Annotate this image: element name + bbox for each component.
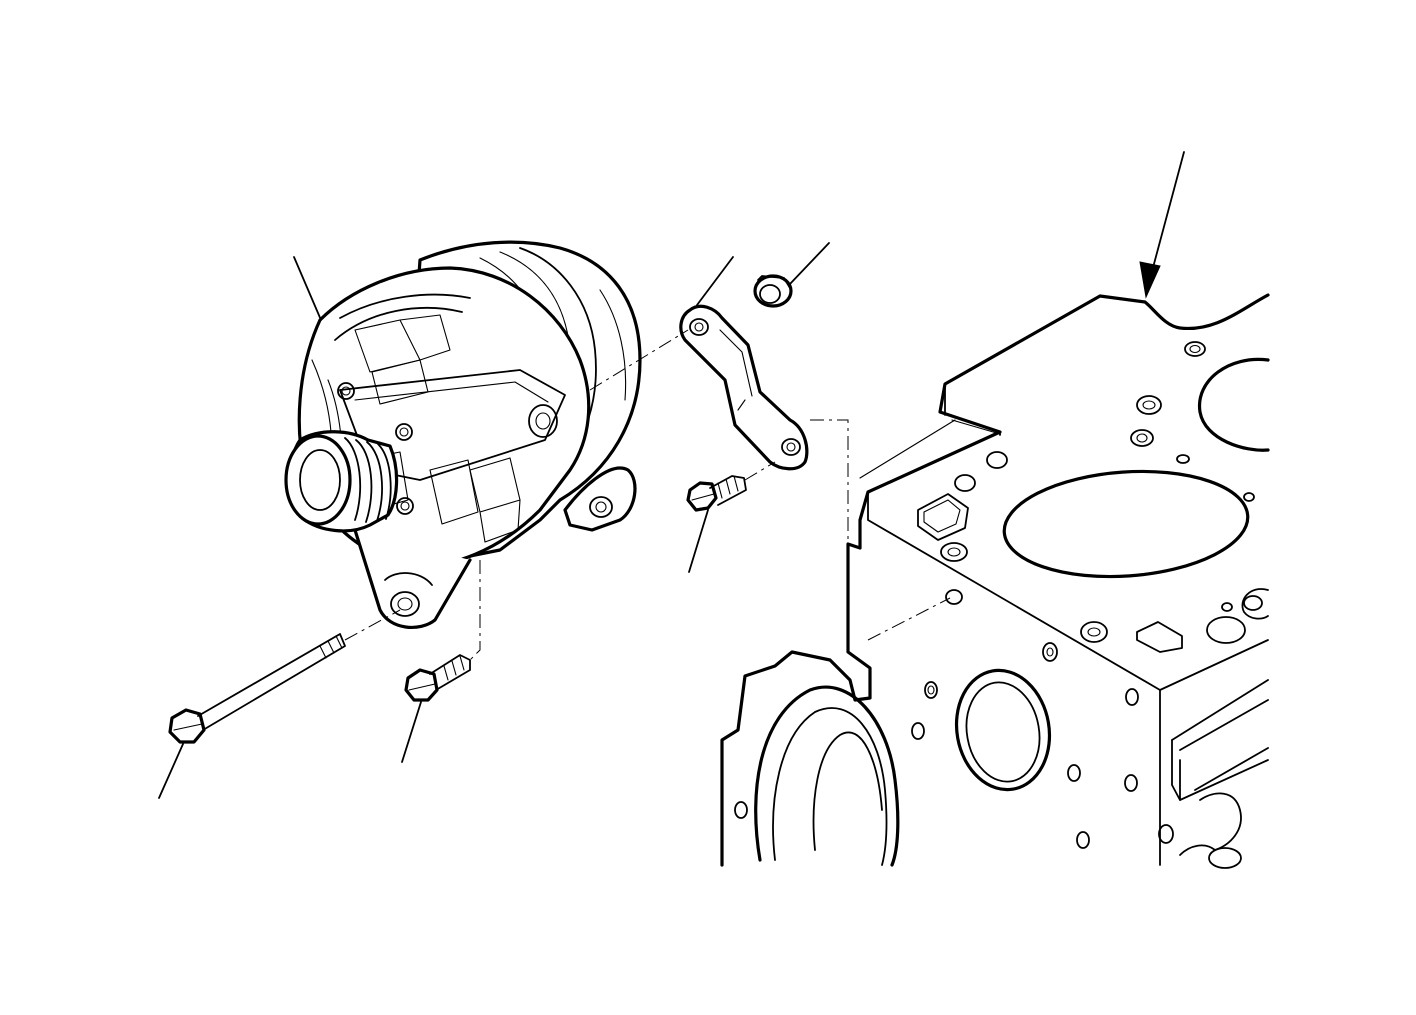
alternator-pulley xyxy=(284,430,399,533)
deck-holes xyxy=(917,341,1263,653)
bracket-bolt xyxy=(686,475,747,512)
alternator xyxy=(284,240,642,629)
assembly-centerlines xyxy=(344,329,951,661)
engine-arrow xyxy=(1139,151,1185,299)
long-bolt xyxy=(168,633,346,744)
leader-lines xyxy=(158,151,1185,799)
short-bolt xyxy=(404,654,471,702)
leader-long-bolt xyxy=(158,743,184,799)
leader-bracket xyxy=(696,256,734,306)
nut xyxy=(753,274,793,308)
engine-block xyxy=(720,293,1270,869)
leader-alternator xyxy=(293,256,322,321)
leader-short-bolt xyxy=(401,701,422,763)
leader-bracket-bolt xyxy=(688,509,709,573)
block-front-face xyxy=(734,642,1269,869)
bracket xyxy=(679,304,809,471)
leader-nut xyxy=(788,242,830,286)
